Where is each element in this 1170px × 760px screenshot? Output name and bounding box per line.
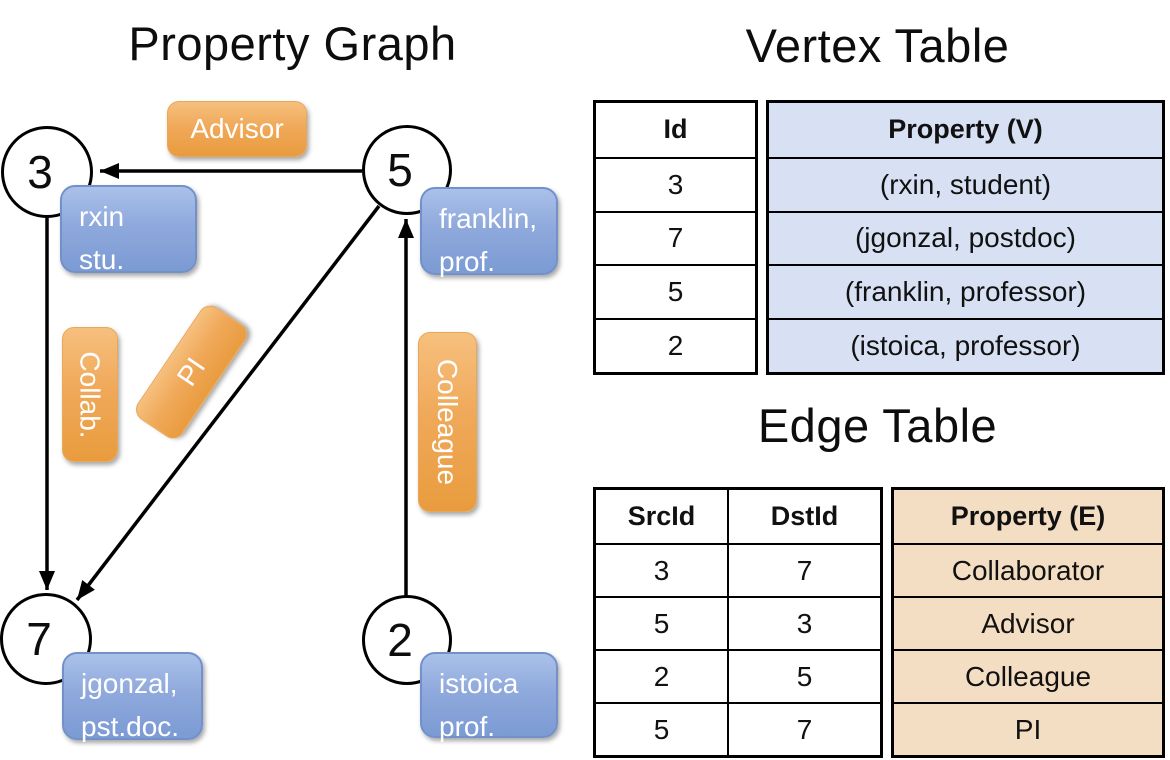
vt-id-cell: 3 bbox=[596, 156, 755, 211]
et-property-cell: Colleague bbox=[894, 649, 1162, 702]
vertex-property-line: istoica bbox=[439, 668, 519, 699]
edge-label-advisor: Advisor bbox=[167, 101, 307, 157]
edge-table: SrcId DstId 3 7 5 3 2 5 5 7 Property (E)… bbox=[593, 487, 1165, 758]
node-3-id: 3 bbox=[27, 146, 53, 198]
vt-property-cell: (franklin, professor) bbox=[769, 264, 1162, 318]
edge-label-colleague-text: Colleague bbox=[432, 358, 464, 486]
graph-node-5: 5 bbox=[362, 125, 452, 215]
vertex-table-header-id: Id bbox=[663, 114, 688, 145]
et-src-cell: 3 bbox=[596, 543, 727, 596]
edge-table-property-column: Property (E) Collaborator Advisor Collea… bbox=[891, 487, 1165, 758]
vertex-property-line: prof. bbox=[439, 246, 496, 277]
vertex-property-box-jgonzal: jgonzal, pst.doc. bbox=[62, 652, 203, 742]
edge-table-title: Edge Table bbox=[757, 399, 998, 452]
vt-id-cell: 2 bbox=[596, 318, 755, 372]
et-dst-cell: 5 bbox=[727, 649, 880, 702]
vt-property-cell: (istoica, professor) bbox=[769, 318, 1162, 372]
et-src-cell: 2 bbox=[596, 649, 727, 702]
et-property-cell: PI bbox=[894, 702, 1162, 755]
et-src-cell: 5 bbox=[596, 702, 727, 755]
vertex-table-header-property: Property (V) bbox=[888, 114, 1043, 145]
et-src-cell: 5 bbox=[596, 596, 727, 649]
property-graph-title: Property Graph bbox=[128, 17, 457, 70]
edge-table-header-dstid: DstId bbox=[727, 490, 880, 543]
edge-label-colleague: Colleague bbox=[418, 332, 477, 512]
vt-id-cell: 5 bbox=[596, 264, 755, 318]
et-dst-cell: 7 bbox=[727, 543, 880, 596]
et-dst-cell: 7 bbox=[727, 702, 880, 755]
graph-edges-layer bbox=[39, 163, 414, 602]
vertex-table-property-column: Property (V) (rxin, student) (jgonzal, p… bbox=[766, 100, 1165, 375]
vertex-property-box-franklin: franklin, prof. bbox=[420, 187, 558, 277]
et-property-cell: Collaborator bbox=[894, 543, 1162, 596]
edge-line-5-to-7-pi bbox=[75, 204, 381, 602]
edge-table-header-srcid: SrcId bbox=[627, 501, 696, 531]
edge-label-pi-text: PI bbox=[170, 352, 212, 392]
edge-table-header-property: Property (E) bbox=[950, 501, 1106, 531]
vertex-table-title: Vertex Table bbox=[745, 19, 1010, 72]
node-5-id: 5 bbox=[387, 144, 413, 196]
edge-label-advisor-text: Advisor bbox=[190, 113, 284, 144]
vt-property-cell: (jgonzal, postdoc) bbox=[769, 210, 1162, 265]
vertex-table-id-column: Id 3 7 5 2 bbox=[593, 100, 758, 375]
vertex-table: Id 3 7 5 2 Property (V) (rxin, student) … bbox=[593, 100, 1165, 375]
vertex-property-box-rxin: rxin stu. bbox=[60, 185, 197, 275]
vertex-property-line: rxin bbox=[79, 201, 125, 232]
vertex-property-line: jgonzal, bbox=[81, 668, 178, 699]
vt-property-cell: (rxin, student) bbox=[769, 156, 1162, 211]
vt-id-cell: 7 bbox=[596, 210, 755, 265]
vertex-property-line: stu. bbox=[79, 244, 125, 275]
node-7-id: 7 bbox=[26, 613, 52, 665]
et-property-cell: Advisor bbox=[894, 596, 1162, 649]
edge-label-collab-text: Collab. bbox=[75, 350, 107, 439]
et-dst-cell: 3 bbox=[727, 596, 880, 649]
vertex-property-line: prof. bbox=[439, 711, 496, 742]
node-2-id: 2 bbox=[387, 614, 413, 666]
graph-node-2: 2 bbox=[362, 595, 452, 685]
edge-table-id-columns: SrcId DstId 3 7 5 3 2 5 5 7 bbox=[593, 487, 883, 758]
edge-label-collab: Collab. bbox=[62, 327, 118, 462]
vertex-property-box-istoica: istoica prof. bbox=[420, 652, 558, 742]
vertex-property-line: pst.doc. bbox=[81, 711, 180, 742]
vertex-property-line: franklin, bbox=[439, 203, 538, 234]
